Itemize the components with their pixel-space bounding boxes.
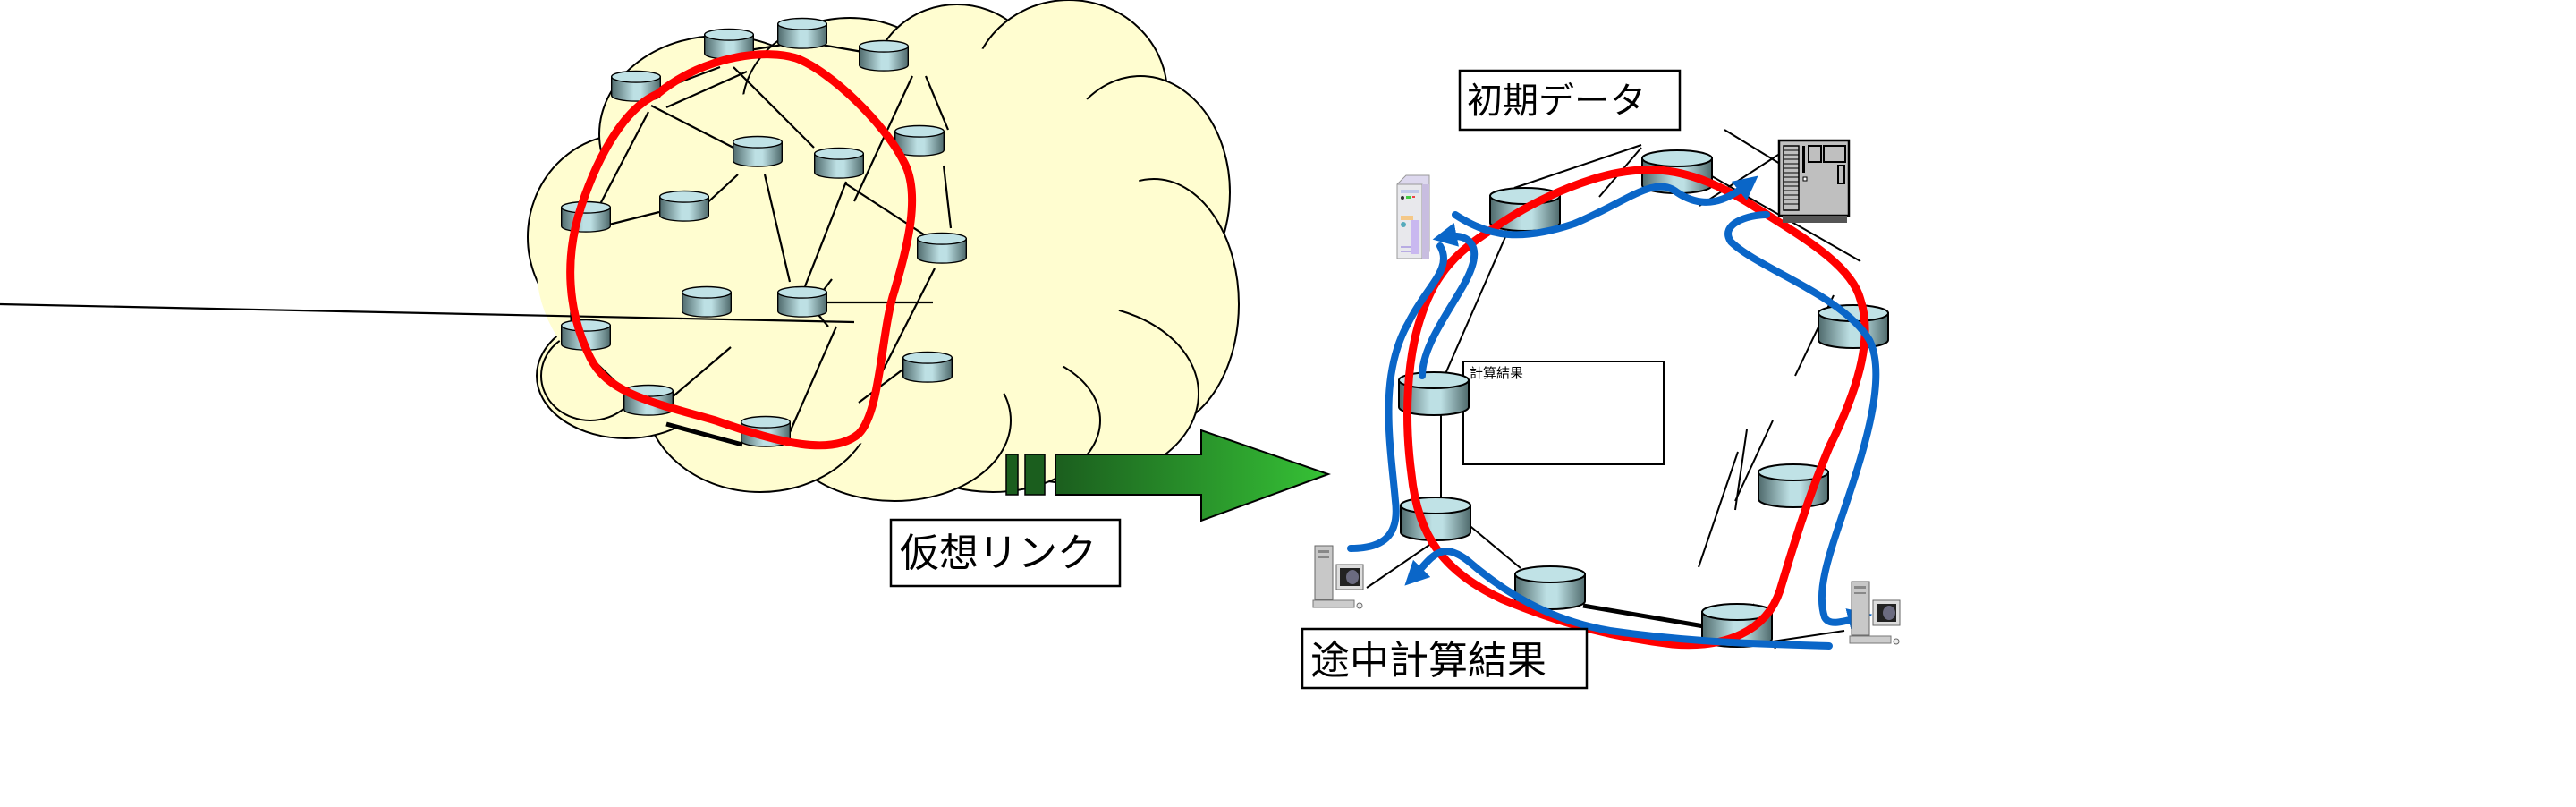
router-node-icon	[1817, 303, 1890, 350]
router-node-icon	[776, 285, 828, 319]
intermediate-result-label: 途中計算結果	[1310, 638, 1546, 684]
router-node-icon	[1399, 496, 1472, 542]
flow-arrow-left	[1347, 242, 1448, 552]
router-node-icon	[902, 351, 953, 384]
router-node-icon	[681, 285, 733, 319]
desktop-computer-icon	[1312, 545, 1364, 609]
virtual-ring: 初期データ 計算結果	[1301, 69, 1901, 690]
router-node-icon	[776, 17, 828, 50]
ring-link-thick	[1582, 603, 1705, 629]
right-arrow-icon	[1055, 429, 1331, 522]
flow-arrow-right	[1724, 211, 1880, 633]
ring-path-red	[1403, 166, 1869, 650]
transition-arrow	[1005, 429, 1331, 522]
arrow-stripe	[1005, 454, 1019, 496]
cloud-network	[0, 0, 1240, 502]
arrow-stripe	[1024, 454, 1046, 496]
virtual-ring-path-red	[566, 50, 917, 450]
initial-data-label: 初期データ	[1467, 81, 1646, 122]
router-node-icon	[732, 135, 784, 168]
data-flow-arrows	[1347, 175, 1880, 650]
virtual-link-thick	[665, 421, 743, 447]
virtual-link-label: 仮想リンク	[900, 531, 1097, 576]
router-node-icon	[916, 232, 968, 265]
mainframe-icon	[1777, 139, 1851, 223]
router-node-icon	[858, 39, 910, 72]
calc-result-label: 計算結果	[1470, 365, 1523, 381]
desktop-computer-icon	[1849, 581, 1901, 645]
flow-arrow-bottom	[1404, 548, 1833, 650]
virtual-link-caption: 仮想リンク	[889, 518, 1122, 588]
cloud-shape	[527, 0, 1240, 502]
router-node-icon	[560, 200, 612, 234]
router-node-icon	[813, 147, 865, 180]
flow-arrow-top	[1452, 175, 1758, 239]
server-icon	[1396, 174, 1430, 259]
flow-arrow-to-server	[1419, 223, 1479, 379]
router-node-icon	[658, 190, 710, 223]
